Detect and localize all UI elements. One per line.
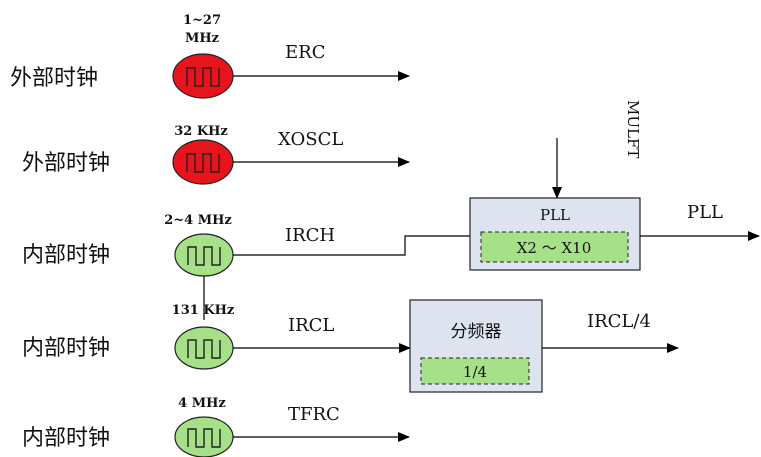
signal-label: ERC bbox=[285, 42, 325, 63]
square-wave-icon bbox=[187, 339, 221, 359]
signal-label: TFRC bbox=[288, 404, 340, 425]
frequency-label: 32 KHz bbox=[174, 124, 228, 139]
frequency-label: 1~27 bbox=[183, 13, 221, 28]
signal-line bbox=[233, 235, 470, 256]
source-ircl: 内部时钟 131 KHz IRCL bbox=[22, 303, 411, 370]
pll-title: PLL bbox=[540, 206, 570, 224]
divider-ratio: 1/4 bbox=[463, 363, 487, 381]
source-label: 内部时钟 bbox=[22, 426, 110, 451]
mulft-label: MULFT bbox=[624, 100, 642, 158]
signal-label: IRCL bbox=[288, 315, 334, 336]
frequency-label: 4 MHz bbox=[178, 396, 226, 411]
pll-range-box bbox=[480, 231, 629, 263]
square-wave-icon bbox=[186, 67, 220, 87]
divider-block: 分频器 1/4 IRCL/4 bbox=[409, 299, 679, 393]
square-wave-icon bbox=[187, 428, 221, 448]
square-wave-icon bbox=[186, 153, 220, 173]
frequency-label: 2~4 MHz bbox=[164, 213, 232, 228]
source-tfrc: 内部时钟 4 MHz TFRC bbox=[22, 396, 410, 457]
signal-label: IRCH bbox=[285, 225, 335, 246]
pll-range: X2 ～ X10 bbox=[517, 239, 592, 257]
source-irch: 内部时钟 2~4 MHz IRCH bbox=[22, 213, 470, 320]
pll-output-label: PLL bbox=[687, 202, 723, 223]
frequency-unit-label: MHz bbox=[185, 31, 219, 46]
divider-title: 分频器 bbox=[451, 322, 502, 342]
source-label: 内部时钟 bbox=[22, 243, 110, 268]
frequency-label: 131 KHz bbox=[172, 303, 235, 318]
source-xoscl: 外部时钟 32 KHz XOSCL bbox=[22, 124, 410, 185]
signal-label: XOSCL bbox=[278, 129, 343, 150]
source-label: 外部时钟 bbox=[10, 66, 98, 91]
source-erc: 外部时钟 1~27 MHz ERC bbox=[10, 13, 410, 99]
square-wave-icon bbox=[187, 246, 221, 266]
pll-block: MULFT PLL X2 ～ X10 PLL bbox=[469, 100, 760, 271]
source-label: 内部时钟 bbox=[22, 336, 110, 361]
source-label: 外部时钟 bbox=[22, 151, 110, 176]
divider-output-label: IRCL/4 bbox=[587, 311, 651, 332]
divider-ratio-box bbox=[420, 357, 530, 385]
